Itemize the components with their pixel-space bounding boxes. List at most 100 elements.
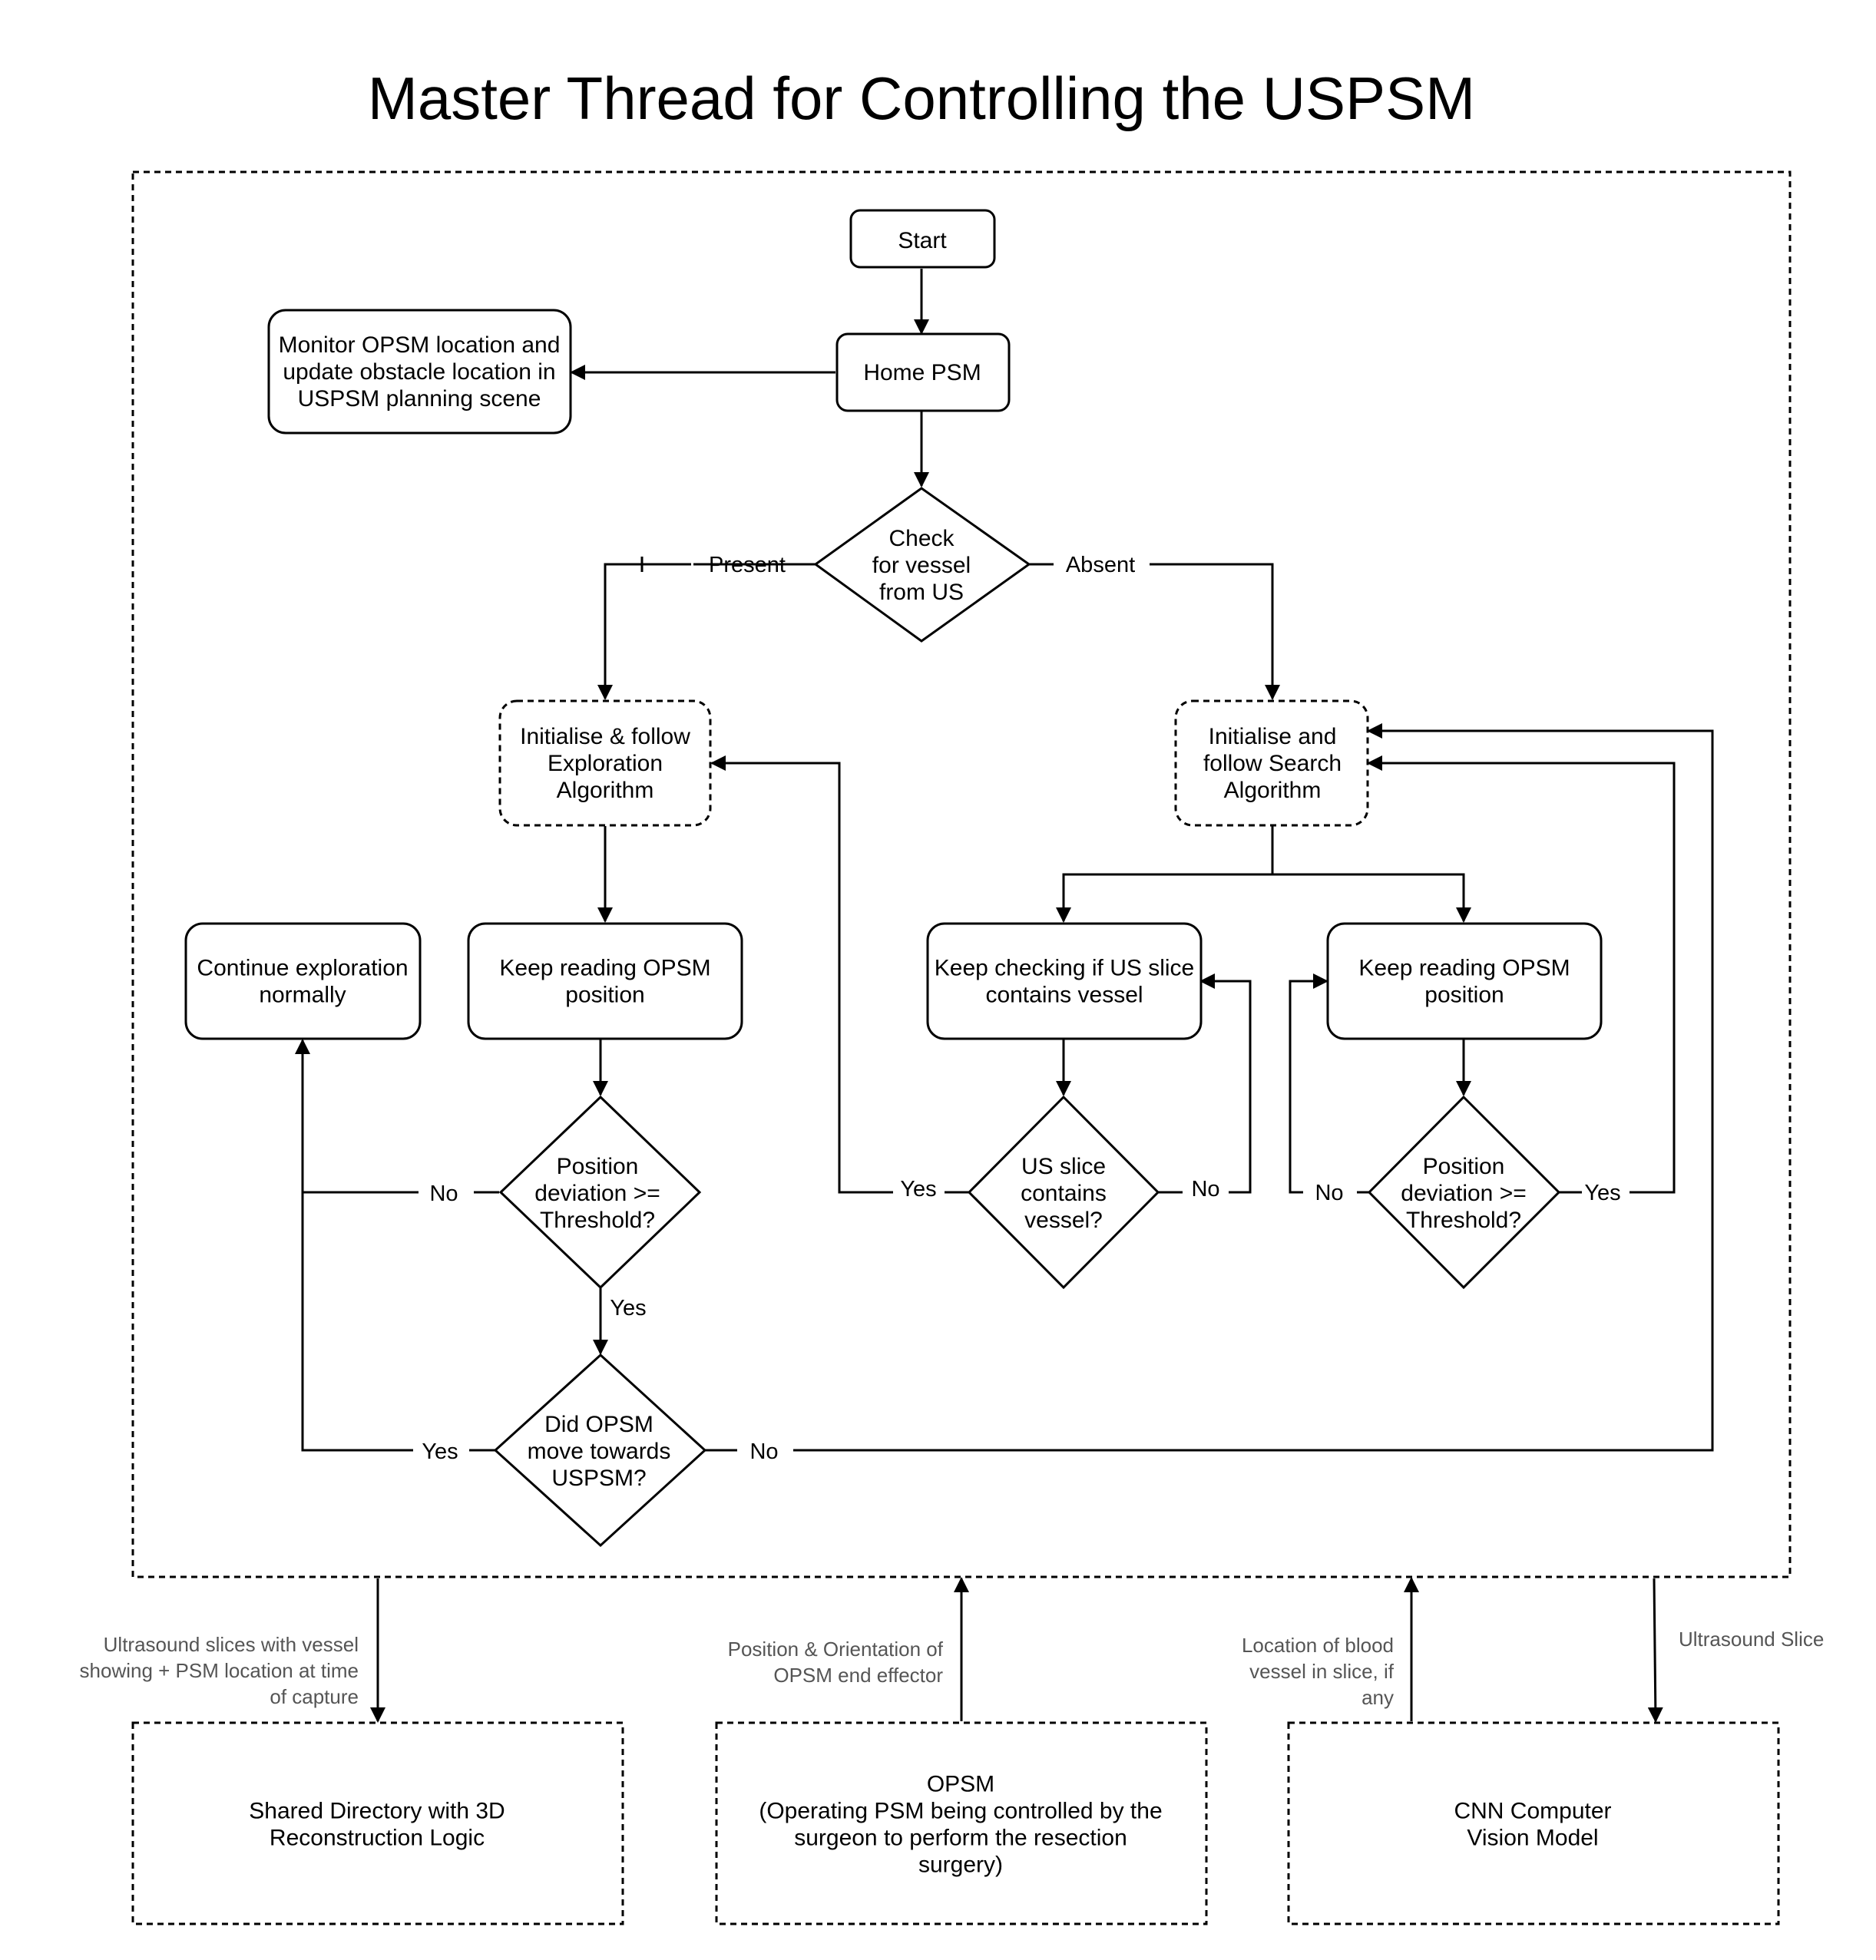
edge-labels: Present Absent No Yes Yes No No Yes Yes …	[422, 553, 1620, 1464]
text-line: Monitor OPSM location and	[279, 332, 561, 358]
label-yes-did-move: Yes	[422, 1439, 458, 1464]
label-present: Present	[709, 553, 786, 577]
text-line: Continue exploration	[197, 956, 408, 981]
text-line: Did OPSM	[544, 1412, 653, 1437]
text-line: Location of blood	[1242, 1634, 1394, 1657]
edge-absent	[1029, 563, 1272, 699]
text-line: OPSM	[927, 1772, 994, 1797]
text-line: OPSM end effector	[773, 1664, 943, 1687]
text-line: vessel?	[1024, 1208, 1103, 1233]
text-line: Check	[888, 526, 955, 551]
text-line: update obstacle location in	[283, 359, 555, 385]
start-node: Start	[849, 209, 996, 269]
text-line: any	[1362, 1686, 1394, 1709]
edge-deviation-right-yes	[1368, 763, 1676, 1194]
text-line: Home PSM	[863, 360, 981, 385]
text-line: Keep reading OPSM	[499, 956, 710, 981]
text-line: deviation >=	[534, 1181, 660, 1206]
text-line: of capture	[270, 1685, 359, 1708]
note-blood-vessel-location: Location of blood vessel in slice, if any	[1242, 1634, 1395, 1709]
label-no-did-move: No	[749, 1439, 778, 1464]
label-no-deviation-right: No	[1315, 1181, 1343, 1205]
text-line: Initialise and	[1209, 724, 1337, 749]
node-text: OPSM(Operating PSM being controlled by t…	[759, 1772, 1162, 1878]
text-line: Threshold?	[1406, 1208, 1521, 1233]
text-line: position	[1424, 983, 1504, 1008]
home-psm-node: Home PSM	[835, 332, 1011, 412]
note-ultrasound-slice: Ultrasound Slice	[1679, 1628, 1824, 1651]
text-line: Keep reading OPSM	[1358, 956, 1570, 981]
edge-move-no	[705, 731, 1714, 1452]
text-line: surgery)	[918, 1853, 1003, 1878]
text-line: Algorithm	[557, 778, 654, 803]
label-yes-us-slice: Yes	[900, 1177, 936, 1201]
edge-us-no	[1158, 981, 1252, 1194]
text-line: USPSM planning scene	[298, 386, 541, 412]
edge-move-yes	[301, 1192, 495, 1452]
text-line: from US	[879, 580, 964, 605]
label-yes-deviation-left: Yes	[610, 1296, 646, 1320]
edge-deviation-right-no	[1289, 981, 1369, 1194]
text-line: Ultrasound Slice	[1679, 1628, 1824, 1651]
label-yes-deviation-right: Yes	[1584, 1181, 1620, 1205]
edge-split-us	[1056, 873, 1272, 923]
text-line: Algorithm	[1224, 778, 1322, 803]
text-line: Exploration	[548, 751, 663, 776]
text-line: CNN Computer	[1454, 1799, 1611, 1824]
text-line: Position	[557, 1154, 639, 1179]
text-line: Start	[898, 228, 947, 253]
label-absent: Absent	[1066, 553, 1135, 577]
text-line: vessel in slice, if	[1249, 1660, 1395, 1683]
edge-present	[605, 563, 816, 699]
text-line: USPSM?	[551, 1466, 646, 1491]
text-line: showing + PSM location at time	[80, 1659, 359, 1682]
text-line: deviation >=	[1401, 1181, 1526, 1206]
text-line: Keep checking if US slice	[935, 956, 1195, 981]
text-line: follow Search	[1203, 751, 1342, 776]
text-line: Position	[1423, 1154, 1505, 1179]
label-no-us-slice: No	[1191, 1177, 1219, 1201]
text-line: (Operating PSM being controlled by the	[759, 1799, 1162, 1824]
label-no-deviation-left: No	[429, 1182, 458, 1206]
text-line: Reconstruction Logic	[270, 1826, 485, 1851]
diagram-title: Master Thread for Controlling the USPSM	[368, 64, 1475, 132]
edge-to-cnn	[1647, 1578, 1663, 1723]
text-line: Initialise & follow	[520, 724, 690, 749]
text-line: position	[565, 983, 644, 1008]
text-line: contains	[1021, 1181, 1107, 1206]
opsm-node: OPSM(Operating PSM being controlled by t…	[715, 1721, 1208, 1925]
text-line: Vision Model	[1467, 1826, 1598, 1851]
node-text: Start	[898, 228, 947, 253]
text-line: surgeon to perform the resection	[794, 1826, 1127, 1851]
note-position-orientation: Position & Orientation of OPSM end effect…	[728, 1638, 944, 1687]
master-thread-frame	[131, 170, 1792, 1578]
connectors	[301, 269, 1714, 1723]
text-line: US slice	[1021, 1154, 1106, 1179]
text-line: Position & Orientation of	[728, 1638, 944, 1661]
text-line: normally	[259, 983, 346, 1008]
